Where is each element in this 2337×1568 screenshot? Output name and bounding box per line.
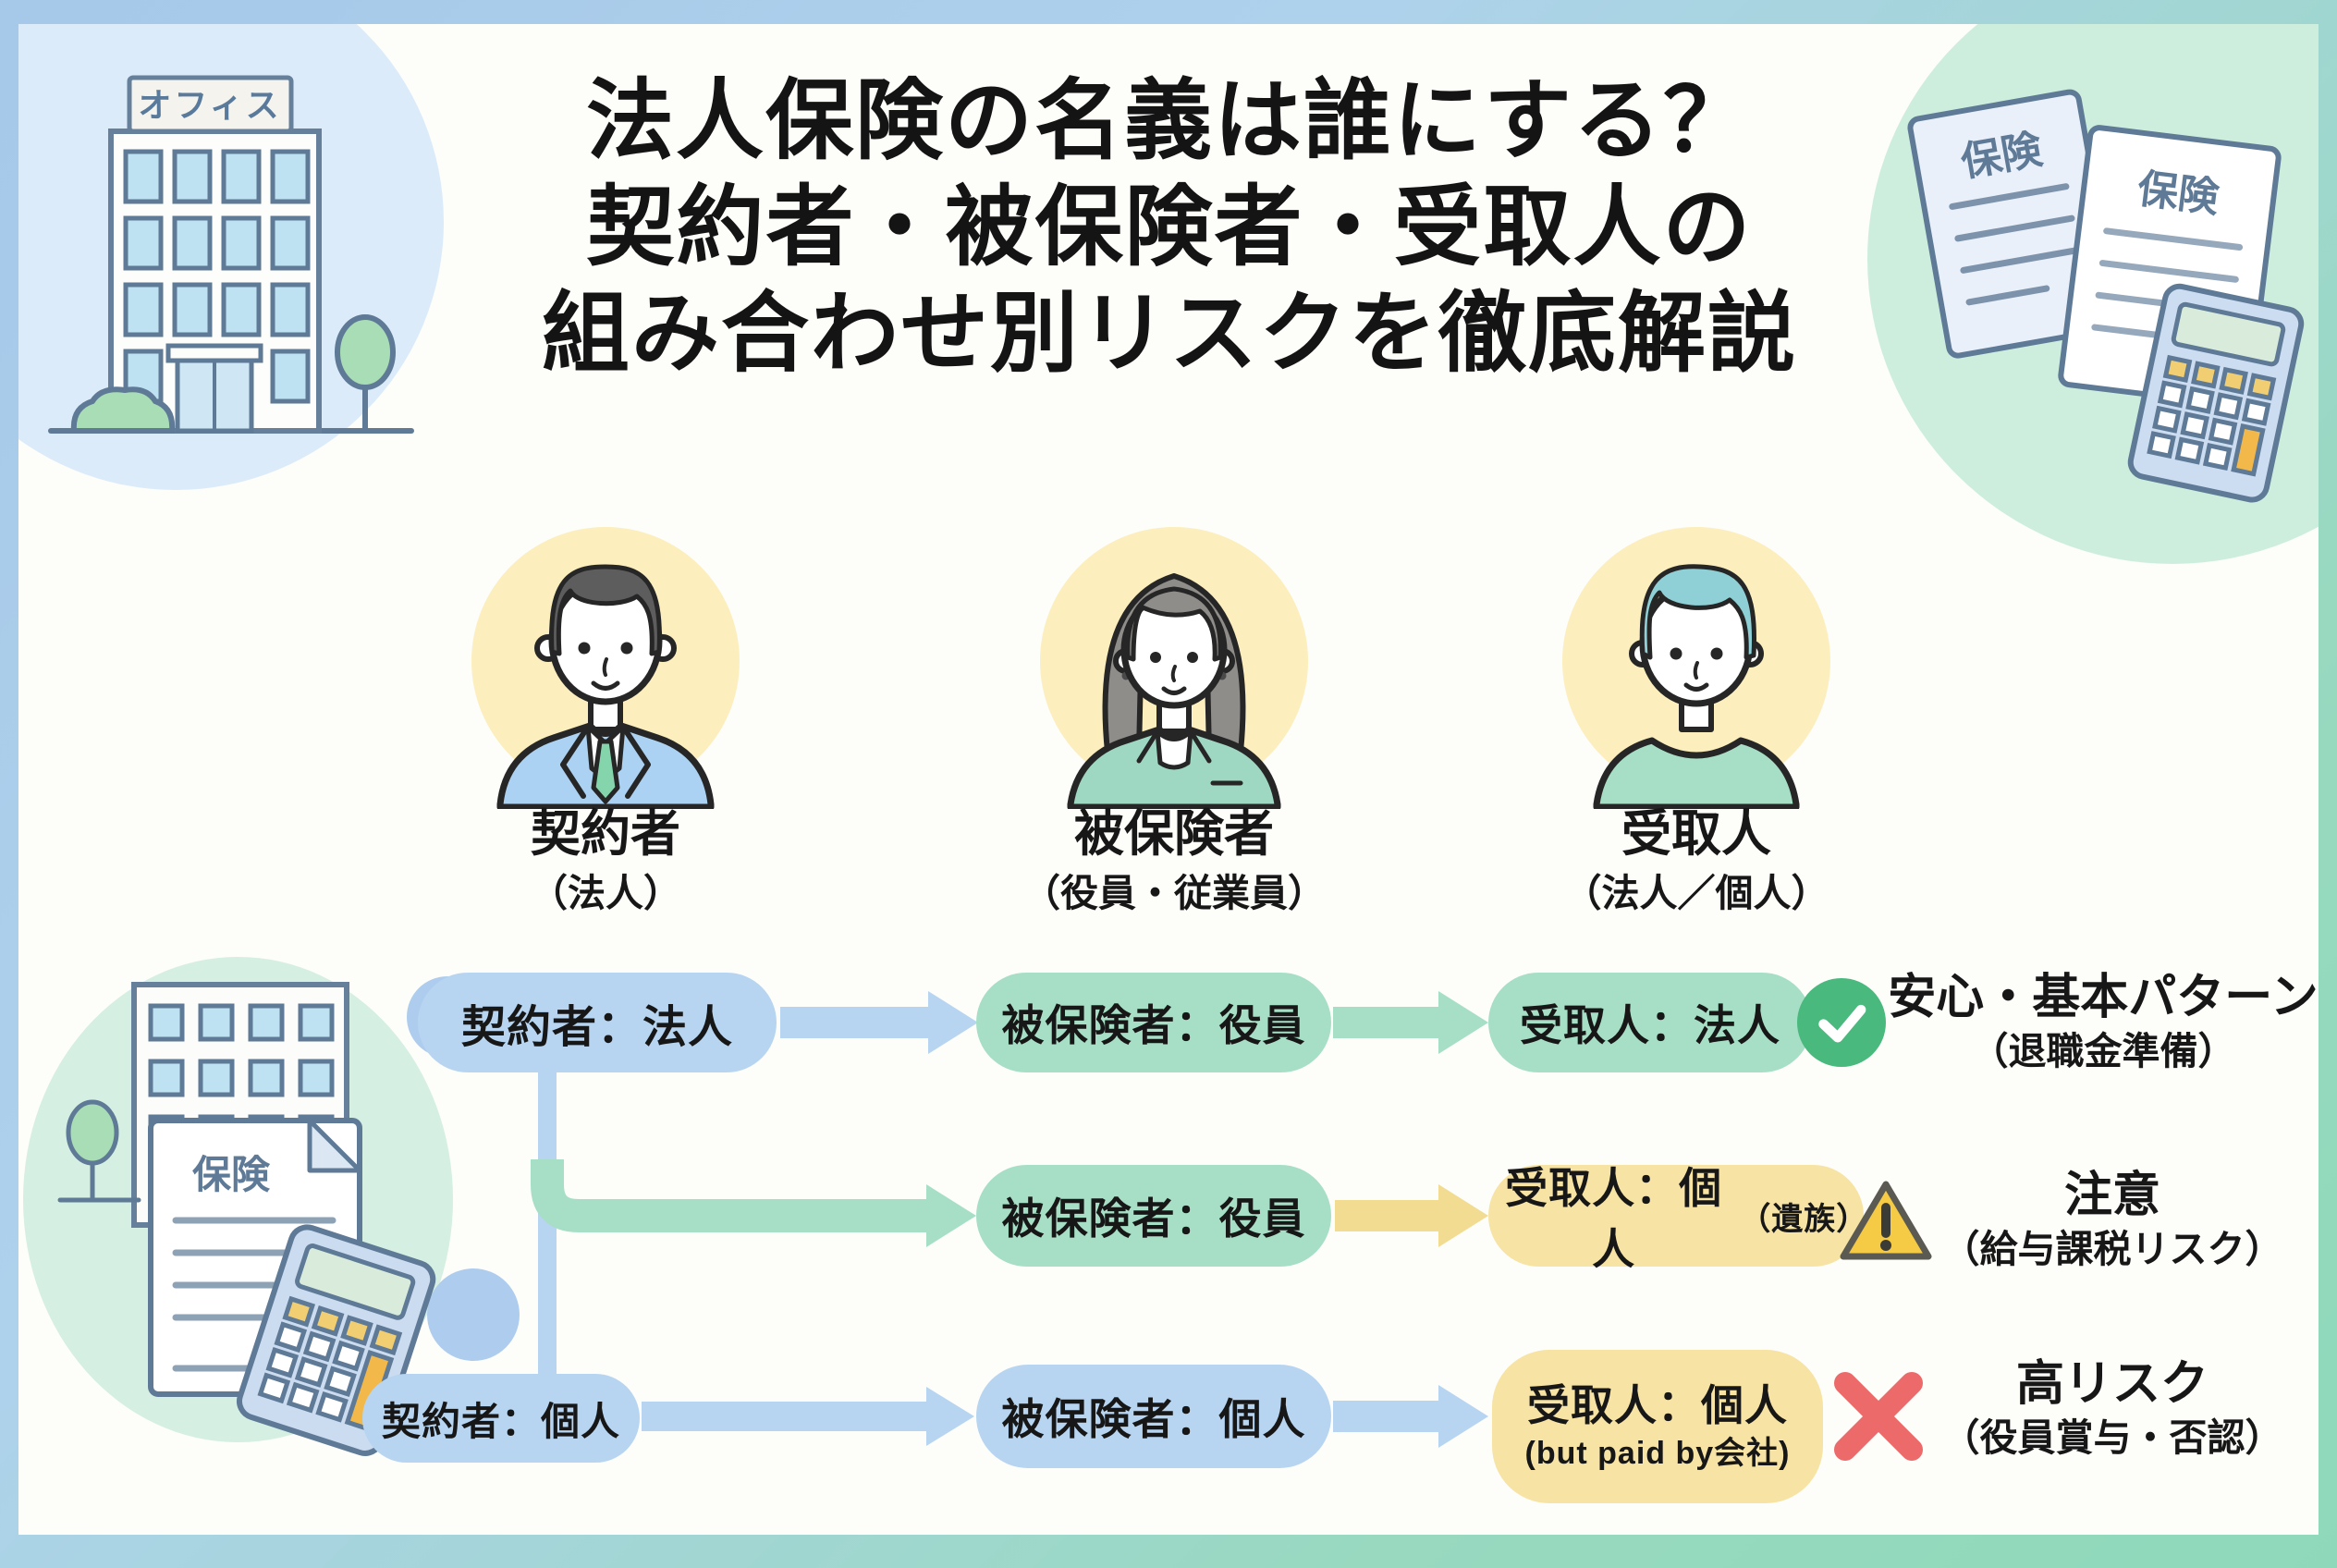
- check-icon: [1797, 978, 1886, 1067]
- title-line-3: 組み合わせ別リスクを徹底解説: [541, 285, 1797, 383]
- pill-insured-officer-row1: 被保険者：役員: [976, 973, 1331, 1072]
- role-sub: （役員・従業員）: [1022, 872, 1326, 914]
- result-sub: （退職金準備）: [1970, 1030, 2236, 1072]
- role-sub: （法人／個人）: [1563, 872, 1829, 914]
- result-title: 注意: [2063, 1169, 2160, 1222]
- deco-dot-2: [427, 1268, 520, 1361]
- calculator-icon: [2127, 283, 2305, 503]
- page-title: 法人保険の名義は誰にする？ 契約者・被保険者・受取人の 組み合わせ別リスクを徹底…: [314, 68, 2025, 387]
- role-sub: （法人）: [530, 872, 681, 914]
- office-sign-label: オフィス: [138, 86, 281, 124]
- title-line-1: 法人保険の名義は誰にする？: [586, 72, 1753, 170]
- title-line-2: 契約者・被保険者・受取人の: [586, 178, 1753, 276]
- pill-contractor-corporation: 契約者：法人: [418, 973, 777, 1072]
- insurance-documents-illustration: 保険 保険: [1907, 89, 2305, 503]
- pill-insured-officer-row2: 被保険者：役員: [976, 1165, 1331, 1267]
- role-name: 受取人: [1621, 806, 1771, 862]
- role-name: 契約者: [531, 806, 680, 862]
- result-title: 高リスク: [2015, 1357, 2209, 1411]
- result-sub: （給与課税リスク）: [1941, 1228, 2283, 1270]
- role-name: 被保険者: [1074, 806, 1274, 862]
- pill-beneficiary-individual-bereaved: 受取人：個人（遺族）: [1488, 1164, 1867, 1273]
- role-label-beneficiary: 受取人 （法人／個人）: [1511, 806, 1881, 917]
- office-building-illustration: オフィス: [48, 75, 414, 434]
- avatar-beneficiary: [1562, 527, 1830, 809]
- pill-beneficiary-individual-paid-by-company: 受取人：個人 (but paid by会社): [1492, 1350, 1823, 1503]
- infographic-panel: オフィス 保険: [18, 24, 2319, 1535]
- stage: オフィス 保険: [18, 24, 2319, 1535]
- result-note-row1: 安心・基本パターン （退職金準備）: [1886, 969, 2319, 1076]
- pill-insured-individual: 被保険者：個人: [976, 1365, 1331, 1468]
- result-title: 安心・基本パターン: [1888, 971, 2319, 1024]
- cross-icon: [1834, 1372, 1923, 1461]
- role-label-contractor: 契約者 （法人）: [421, 806, 790, 917]
- pill-beneficiary-corporation: 受取人：法人: [1488, 973, 1812, 1072]
- insurance-doc-label: 保険: [192, 1153, 271, 1196]
- warning-icon: [1840, 1181, 1932, 1260]
- avatar-contractor: [471, 527, 740, 809]
- result-sub: （役員賞与・否認）: [1941, 1416, 2283, 1459]
- avatar-insured: [1040, 527, 1308, 809]
- pill-contractor-individual: 契約者：個人: [362, 1374, 640, 1463]
- company-insurance-illustration: 保険: [57, 982, 436, 1456]
- result-note-row2: 注意 （給与課税リスク）: [1904, 1167, 2319, 1274]
- role-label-insured: 被保険者 （役員・従業員）: [989, 806, 1359, 917]
- result-note-row3: 高リスク （役員賞与・否認）: [1904, 1355, 2319, 1463]
- insurance-doc-label: 保険: [2135, 166, 2222, 221]
